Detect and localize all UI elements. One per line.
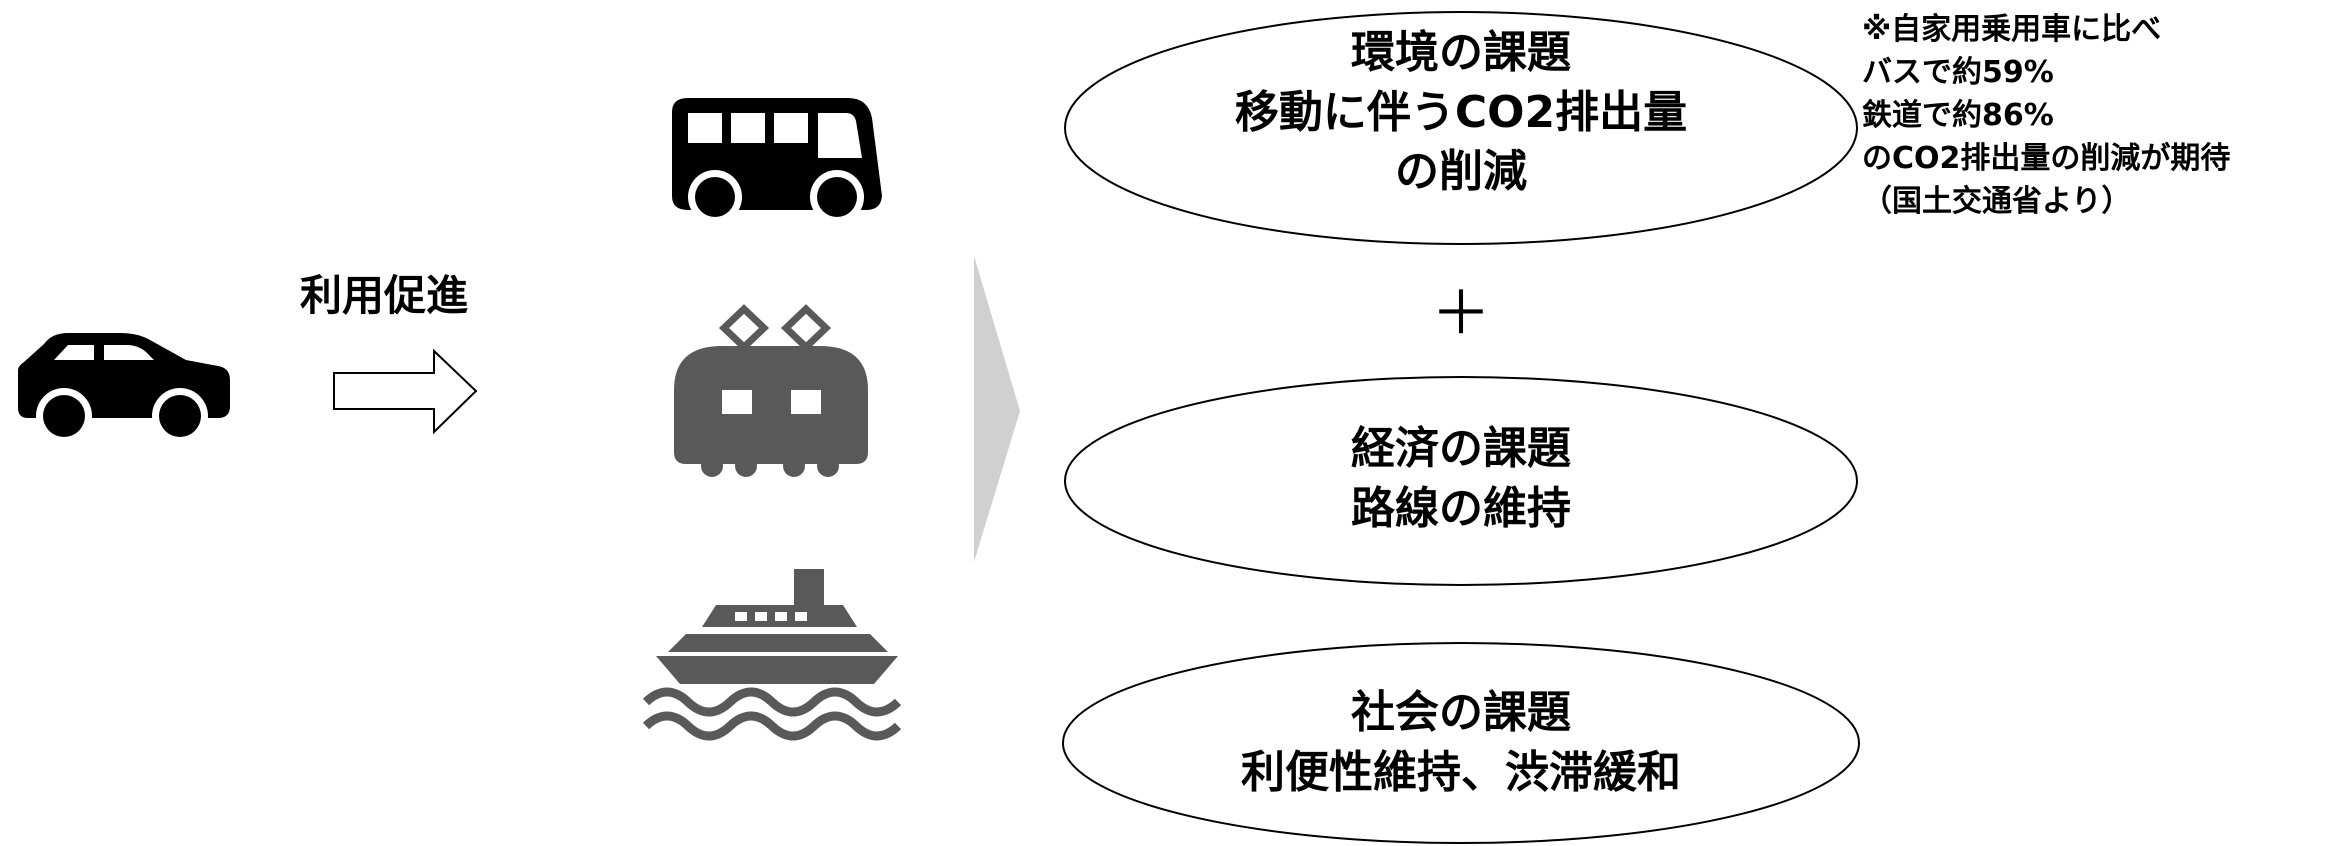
environment-issue-line3: の削減 bbox=[1395, 146, 1527, 197]
car-icon bbox=[18, 333, 230, 444]
environment-issue-ellipse bbox=[1064, 11, 1858, 245]
note-line-3: 鉄道で約86% bbox=[1862, 98, 2054, 133]
plus-sign: ＋ bbox=[1431, 279, 1491, 349]
co2-reduction-note: ※自家用乗用車に比べ バスで約59% 鉄道で約86% のCO2排出量の削減が期待… bbox=[1862, 12, 2230, 219]
economy-issue-title: 経済の課題 bbox=[1351, 423, 1571, 474]
environment-issue-line2: 移動に伴うCO2排出量 bbox=[1235, 87, 1687, 138]
economy-issue-ellipse bbox=[1064, 376, 1858, 586]
note-line-5: （国土交通省より） bbox=[1862, 184, 2131, 219]
society-issue-ellipse bbox=[1062, 642, 1860, 844]
chevron-right-icon bbox=[974, 256, 1020, 562]
note-line-4: のCO2排出量の削減が期待 bbox=[1862, 141, 2230, 176]
bus-icon bbox=[672, 98, 882, 224]
environment-issue-title: 環境の課題 bbox=[1351, 27, 1571, 78]
train-icon bbox=[674, 304, 868, 477]
note-line-1: ※自家用乗用車に比べ bbox=[1862, 12, 2161, 47]
economy-issue-line2: 路線の維持 bbox=[1351, 483, 1571, 534]
society-issue-title: 社会の課題 bbox=[1351, 687, 1571, 738]
promotion-label: 利用促進 bbox=[300, 271, 468, 320]
ship-icon bbox=[642, 569, 902, 741]
hollow-right-arrow-icon bbox=[333, 348, 478, 435]
society-issue-line2: 利便性維持、渋滞緩和 bbox=[1241, 747, 1681, 798]
note-line-2: バスで約59% bbox=[1862, 55, 2054, 90]
